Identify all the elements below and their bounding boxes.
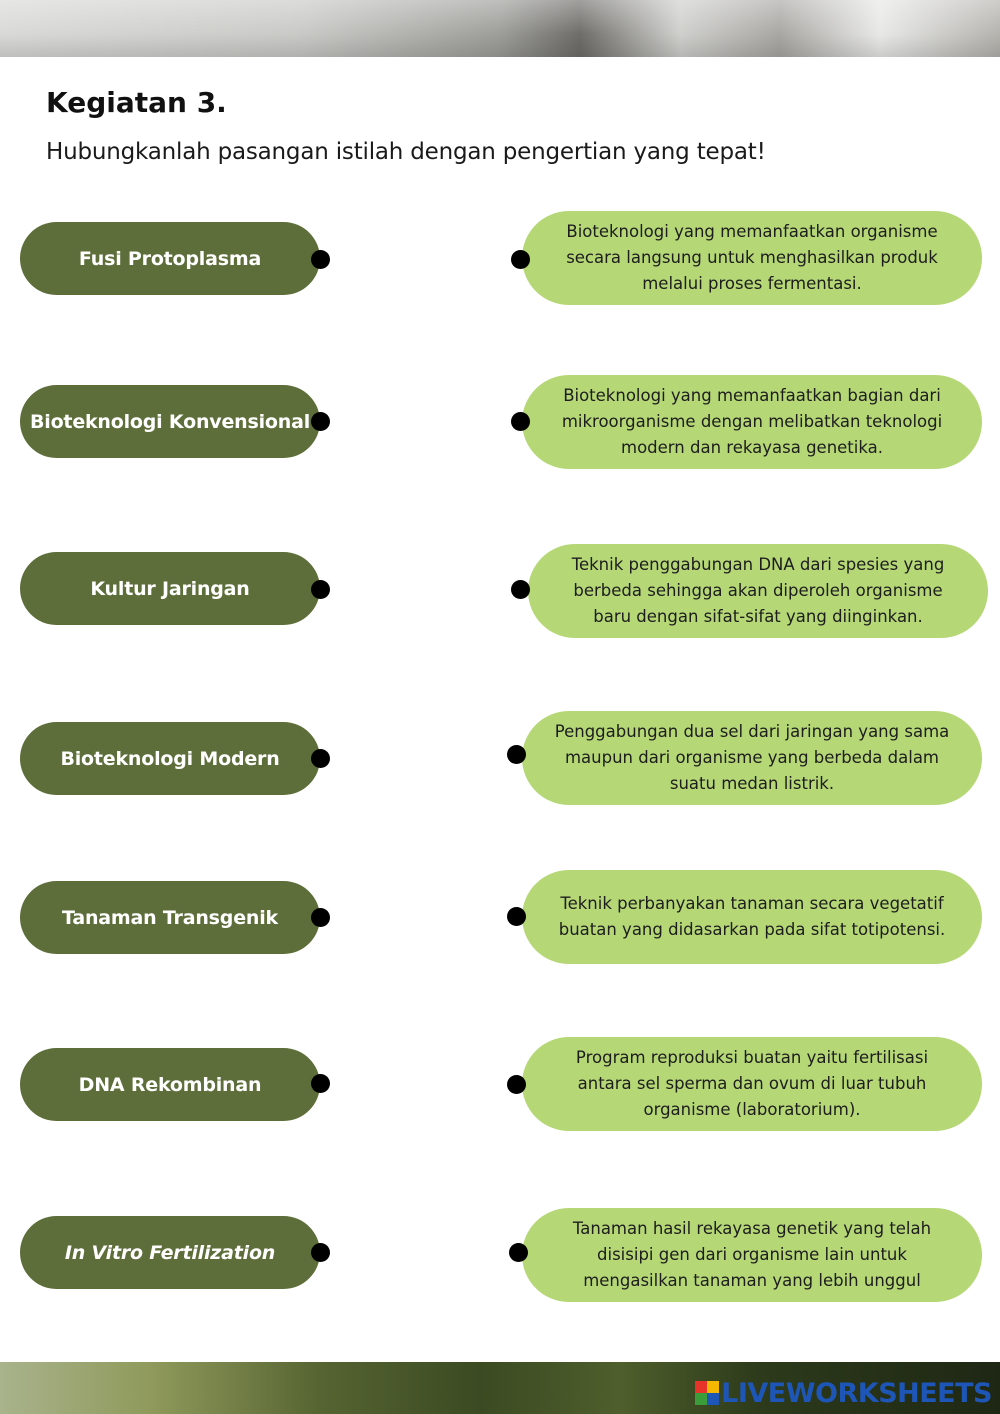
definition-card: Bioteknologi yang memanfaatkan bagian da… — [522, 375, 982, 469]
definition-connector-dot[interactable] — [509, 1243, 528, 1262]
footer-banner — [0, 1362, 1000, 1414]
definition-connector-dot[interactable] — [507, 745, 526, 764]
term-connector-dot[interactable] — [311, 412, 330, 431]
activity-title: Kegiatan 3. — [46, 86, 227, 119]
activity-instruction: Hubungkanlah pasangan istilah dengan pen… — [46, 139, 766, 165]
definition-card: Bioteknologi yang memanfaatkan organisme… — [522, 211, 982, 305]
term-bioteknologi-konvensional: Bioteknologi Konvensional — [20, 385, 320, 458]
term-connector-dot[interactable] — [311, 580, 330, 599]
term-connector-dot[interactable] — [311, 1074, 330, 1093]
definition-connector-dot[interactable] — [511, 580, 530, 599]
term-connector-dot[interactable] — [311, 908, 330, 927]
definition-card: Penggabungan dua sel dari jaringan yang … — [522, 711, 982, 805]
brand-name: LIVEWORKSHEETS — [721, 1377, 992, 1409]
definition-connector-dot[interactable] — [507, 1075, 526, 1094]
header-photo-banner — [0, 0, 1000, 57]
definition-card: Teknik perbanyakan tanaman secara vegeta… — [522, 870, 982, 964]
definition-card: Teknik penggabungan DNA dari spesies yan… — [528, 544, 988, 638]
definition-connector-dot[interactable] — [511, 250, 530, 269]
liveworksheets-logo: LIVEWORKSHEETS — [695, 1377, 992, 1409]
definition-card: Tanaman hasil rekayasa genetik yang tela… — [522, 1208, 982, 1302]
term-dna-rekombinan: DNA Rekombinan — [20, 1048, 320, 1121]
definition-connector-dot[interactable] — [511, 412, 530, 431]
term-bioteknologi-modern: Bioteknologi Modern — [20, 722, 320, 795]
term-in-vitro-fertilization: In Vitro Fertilization — [20, 1216, 320, 1289]
term-connector-dot[interactable] — [311, 749, 330, 768]
term-connector-dot[interactable] — [311, 250, 330, 269]
term-connector-dot[interactable] — [311, 1243, 330, 1262]
liveworksheets-icon — [695, 1381, 720, 1405]
term-fusi-protoplasma: Fusi Protoplasma — [20, 222, 320, 295]
definition-card: Program reproduksi buatan yaitu fertilis… — [522, 1037, 982, 1131]
definition-connector-dot[interactable] — [507, 907, 526, 926]
term-kultur-jaringan: Kultur Jaringan — [20, 552, 320, 625]
term-tanaman-transgenik: Tanaman Transgenik — [20, 881, 320, 954]
